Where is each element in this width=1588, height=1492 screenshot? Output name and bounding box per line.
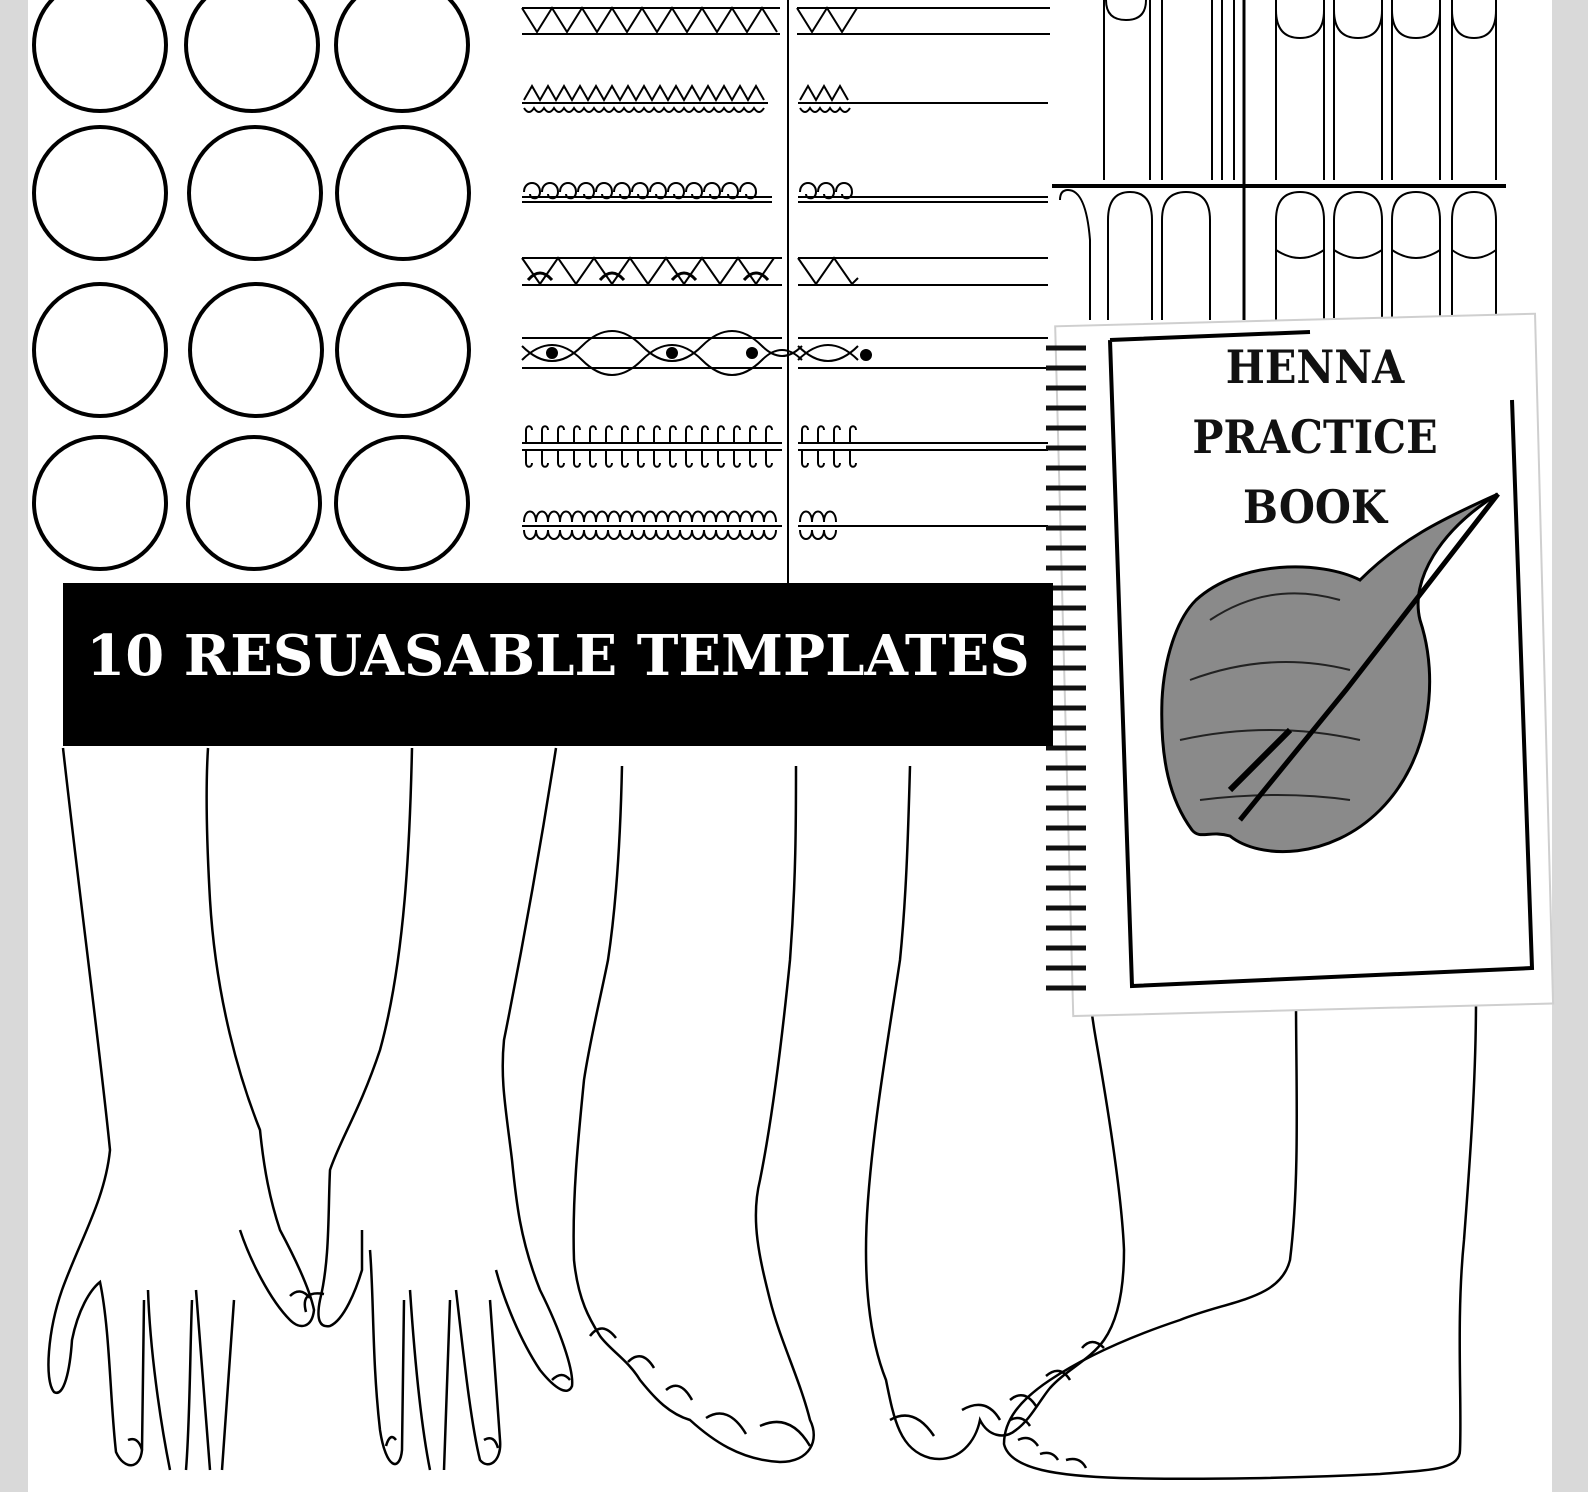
- practice-book: [1046, 312, 1555, 1018]
- circle-template: [32, 125, 168, 261]
- loop-pattern: [523, 510, 777, 523]
- circle-template: [335, 282, 471, 418]
- banner-text: 10 RESUASABLE TEMPLATES: [86, 623, 1030, 689]
- circle-templates: [32, 0, 471, 571]
- book-title: HENNA PRACTICE BOOK: [1135, 332, 1495, 542]
- hand-outline-templates: [47, 747, 574, 1471]
- circle-template: [188, 282, 324, 418]
- foot-side-outline: [1002, 999, 1478, 1481]
- wave-pattern: [521, 344, 803, 376]
- hand-right-outline: [317, 747, 574, 1471]
- circle-template: [187, 125, 323, 261]
- circle-template: [186, 435, 322, 571]
- foot-right-outline: [864, 765, 1126, 1461]
- henna-leaf-mandala-icon: [1160, 492, 1500, 854]
- border-pattern-strips: [521, 0, 1050, 583]
- foot-outline-templates: [572, 765, 1478, 1481]
- nail-templates: [1052, 0, 1506, 320]
- book-frame: [1108, 330, 1535, 989]
- circle-template: [184, 0, 320, 113]
- foot-left-outline: [572, 765, 815, 1464]
- circle-template: [32, 0, 168, 113]
- fan-triangle-pattern: [521, 256, 775, 286]
- triangle-pattern: [523, 83, 765, 103]
- spiral-binding-icon: [1046, 345, 1086, 991]
- circle-template: [32, 282, 168, 418]
- circle-template: [335, 125, 471, 261]
- circle-template: [334, 0, 470, 113]
- circle-template: [334, 435, 470, 571]
- templates-banner: 10 RESUASABLE TEMPLATES: [63, 583, 1053, 746]
- book-title-line: HENNA: [1225, 340, 1405, 394]
- hook-pattern: [525, 425, 773, 442]
- spiral-pattern: [523, 182, 758, 200]
- book-title-line: PRACTICE: [1192, 410, 1438, 464]
- book-title-line: BOOK: [1243, 480, 1387, 534]
- zigzag-pattern: [521, 6, 778, 34]
- hand-left-outline: [47, 747, 316, 1471]
- circle-template: [32, 435, 168, 571]
